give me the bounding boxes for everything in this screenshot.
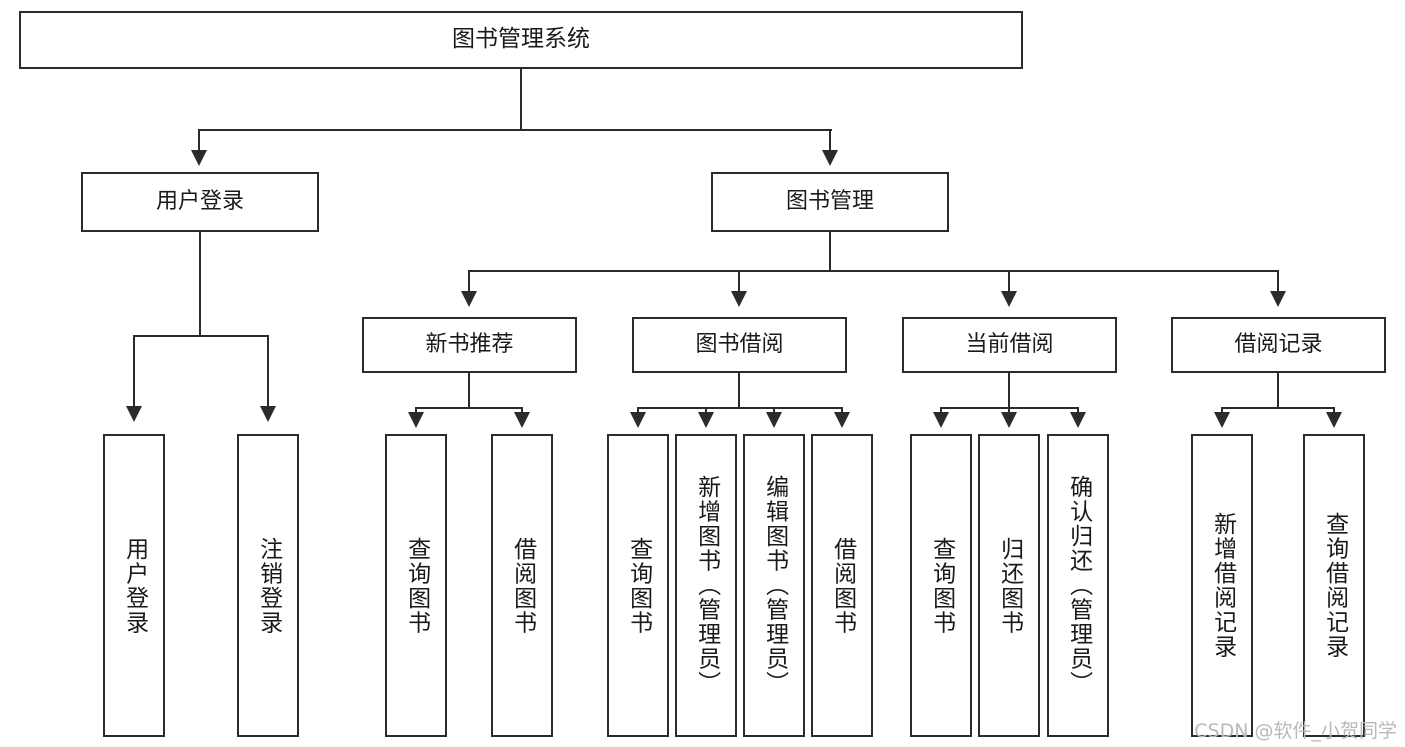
arrowhead-borrowrecord-leaf-1: [1214, 412, 1230, 428]
node-leaf-add-book-admin[interactable]: 新增图书（管理员）: [675, 434, 737, 737]
arrowhead-to-current-borrow: [1001, 291, 1017, 307]
connector-userlogin-stem: [199, 232, 201, 336]
connector-bookborrow-drop-3: [773, 407, 775, 416]
arrowhead-currentborrow-leaf-1: [933, 412, 949, 428]
node-leaf-query-borrow-record[interactable]: 查询借阅记录: [1303, 434, 1365, 737]
node-label: 查询图书: [625, 536, 652, 635]
node-subbranch-borrow-record[interactable]: 借阅记录: [1171, 317, 1386, 373]
arrowhead-to-user-login: [191, 150, 207, 166]
connector-bookborrow-drop-4: [841, 407, 843, 416]
node-label: 查询借阅记录: [1321, 512, 1348, 659]
connector-newbook-drop-2: [521, 407, 523, 416]
connector-bookmanage-drop-4: [1277, 270, 1279, 294]
node-subbranch-current-borrow[interactable]: 当前借阅: [902, 317, 1117, 373]
node-leaf-borrow-book-recommend[interactable]: 借阅图书: [491, 434, 553, 737]
arrowhead-to-book-borrow: [731, 291, 747, 307]
connector-bookmanage-drop-2: [738, 270, 740, 294]
connector-borrowrecord-stem: [1277, 373, 1279, 408]
connector-bookmanage-drop-1: [468, 270, 470, 294]
connector-currentborrow-drop-2: [1008, 407, 1010, 416]
arrowhead-bookborrow-leaf-2: [698, 412, 714, 428]
node-subbranch-book-borrow[interactable]: 图书借阅: [632, 317, 847, 373]
arrowhead-leaf-user-login: [126, 406, 142, 422]
connector-currentborrow-drop-3: [1077, 407, 1079, 416]
connector-currentborrow-stem: [1008, 373, 1010, 408]
node-label: 借阅图书: [829, 536, 856, 635]
connector-borrowrecord-bus: [1221, 407, 1334, 409]
arrowhead-newbook-leaf-1: [408, 412, 424, 428]
connector-bookborrow-drop-2: [705, 407, 707, 416]
connector-bookmanage-bus: [468, 270, 1278, 272]
connector-newbook-drop-1: [415, 407, 417, 416]
arrowhead-to-book-manage: [822, 150, 838, 166]
node-label: 归还图书: [996, 536, 1023, 635]
arrowhead-bookborrow-leaf-4: [834, 412, 850, 428]
node-leaf-return-book[interactable]: 归还图书: [978, 434, 1040, 737]
node-label: 编辑图书（管理员）: [761, 475, 788, 696]
node-label: 新增图书（管理员）: [693, 475, 720, 696]
node-branch-book-manage[interactable]: 图书管理: [711, 172, 949, 232]
node-label: 查询图书: [403, 536, 430, 635]
connector-bookborrow-bus: [637, 407, 843, 409]
node-leaf-logout[interactable]: 注销登录: [237, 434, 299, 737]
connector-bookmanage-drop-3: [1008, 270, 1010, 294]
node-leaf-edit-book-admin[interactable]: 编辑图书（管理员）: [743, 434, 805, 737]
node-label: 注销登录: [255, 536, 282, 635]
connector-currentborrow-drop-1: [940, 407, 942, 416]
node-leaf-add-borrow-record[interactable]: 新增借阅记录: [1191, 434, 1253, 737]
node-leaf-query-book-borrow[interactable]: 查询图书: [607, 434, 669, 737]
connector-userlogin-drop-1: [133, 335, 135, 409]
node-leaf-borrow-book[interactable]: 借阅图书: [811, 434, 873, 737]
connector-root-stem: [520, 69, 522, 130]
connector-borrowrecord-drop-2: [1333, 407, 1335, 416]
watermark-text: CSDN @软件_小贺同学: [1194, 720, 1397, 742]
arrowhead-newbook-leaf-2: [514, 412, 530, 428]
node-leaf-user-login[interactable]: 用户登录: [103, 434, 165, 737]
node-label: 借阅记录: [1234, 332, 1323, 358]
node-label: 图书借阅: [695, 332, 784, 358]
node-branch-user-login[interactable]: 用户登录: [81, 172, 319, 232]
node-label: 新增借阅记录: [1209, 512, 1236, 659]
node-label: 新书推荐: [425, 332, 514, 358]
node-root-system[interactable]: 图书管理系统: [19, 11, 1023, 69]
connector-bookborrow-stem: [738, 373, 740, 408]
arrowhead-to-borrow-record: [1270, 291, 1286, 307]
connector-bookborrow-drop-1: [637, 407, 639, 416]
node-label: 确认归还（管理员）: [1065, 475, 1092, 696]
connector-newbook-stem: [468, 373, 470, 408]
node-label: 当前借阅: [965, 332, 1054, 358]
node-label: 图书管理: [785, 189, 874, 215]
arrowhead-to-new-book: [461, 291, 477, 307]
node-subbranch-new-book[interactable]: 新书推荐: [362, 317, 577, 373]
node-leaf-query-book-recommend[interactable]: 查询图书: [385, 434, 447, 737]
node-leaf-query-book-current[interactable]: 查询图书: [910, 434, 972, 737]
arrowhead-borrowrecord-leaf-2: [1326, 412, 1342, 428]
connector-userlogin-bus: [133, 335, 267, 337]
node-label: 借阅图书: [509, 536, 536, 635]
connector-root-bus: [198, 129, 832, 131]
node-label: 查询图书: [928, 536, 955, 635]
arrowhead-bookborrow-leaf-3: [766, 412, 782, 428]
node-label: 用户登录: [121, 536, 148, 635]
connector-root-drop-left: [198, 129, 200, 153]
connector-borrowrecord-drop-1: [1221, 407, 1223, 416]
node-leaf-confirm-return-admin[interactable]: 确认归还（管理员）: [1047, 434, 1109, 737]
connector-root-drop-right: [829, 129, 831, 153]
arrowhead-bookborrow-leaf-1: [630, 412, 646, 428]
node-label: 用户登录: [155, 189, 244, 215]
node-label: 图书管理系统: [452, 26, 590, 53]
connector-bookmanage-stem: [829, 232, 831, 271]
connector-newbook-bus: [415, 407, 522, 409]
arrowhead-leaf-logout: [260, 406, 276, 422]
arrowhead-currentborrow-leaf-2: [1001, 412, 1017, 428]
arrowhead-currentborrow-leaf-3: [1070, 412, 1086, 428]
connector-userlogin-drop-2: [267, 335, 269, 409]
